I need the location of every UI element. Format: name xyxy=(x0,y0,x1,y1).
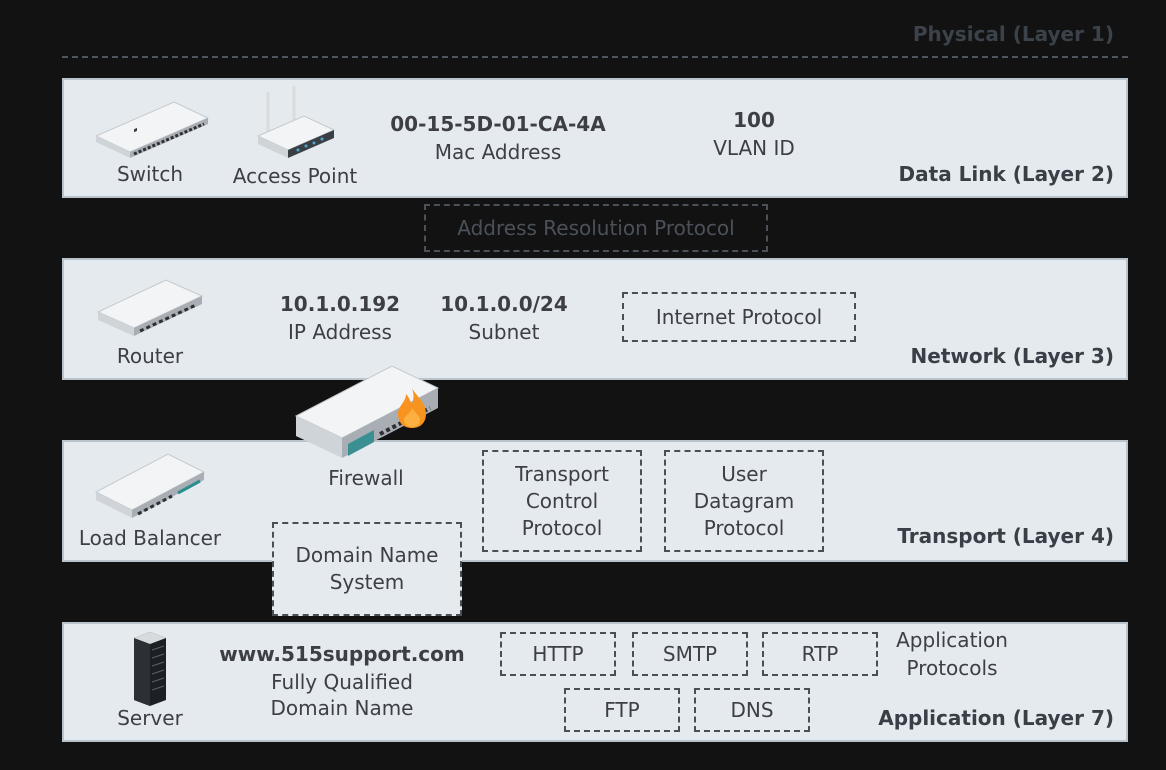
access-point-label: Access Point xyxy=(232,164,358,188)
dns-system-box: Domain Name System xyxy=(272,522,462,616)
switch-label: Switch xyxy=(116,162,184,186)
app-protocols-label-line-1: Application xyxy=(896,628,1008,652)
udp-line-2: Datagram xyxy=(693,488,795,513)
arp-box: Address Resolution Protocol xyxy=(424,204,768,252)
udp-line-1: User xyxy=(721,461,767,486)
vlan-id-label: VLAN ID xyxy=(713,136,795,160)
mac-address-label: Mac Address xyxy=(434,140,562,164)
dns-box: DNS xyxy=(694,688,810,732)
subnet-label: Subnet xyxy=(468,320,540,344)
udp-box: User Datagram Protocol xyxy=(664,450,824,552)
mac-address-value: 00-15-5D-01-CA-4A xyxy=(390,112,606,136)
app-protocols-label-line-2: Protocols xyxy=(906,656,998,680)
flame-icon xyxy=(398,388,426,428)
server-label: Server xyxy=(117,706,183,730)
physical-layer-title: Physical (Layer 1) xyxy=(912,22,1114,46)
transport-layer-title: Transport (Layer 4) xyxy=(897,524,1114,548)
physical-dotted-line xyxy=(62,56,1128,58)
datalink-band xyxy=(62,78,1128,198)
application-layer-title: Application (Layer 7) xyxy=(878,706,1114,730)
tcp-box: Transport Control Protocol xyxy=(482,450,642,552)
ftp-box: FTP xyxy=(564,688,680,732)
dns-line-2: System xyxy=(329,570,405,594)
ip-address-label: IP Address xyxy=(288,320,392,344)
vlan-id-value: 100 xyxy=(733,108,775,132)
internet-protocol-box: Internet Protocol xyxy=(622,292,856,342)
tcp-line-1: Transport xyxy=(515,461,609,486)
http-box: HTTP xyxy=(500,632,616,676)
tcp-line-3: Protocol xyxy=(521,515,603,540)
subnet-value: 10.1.0.0/24 xyxy=(440,292,568,316)
smtp-box: SMTP xyxy=(632,632,748,676)
datalink-layer-title: Data Link (Layer 2) xyxy=(898,162,1114,186)
ip-address-value: 10.1.0.192 xyxy=(279,292,401,316)
network-layer-title: Network (Layer 3) xyxy=(910,344,1114,368)
fqdn-value: www.515support.com xyxy=(219,642,465,666)
load-balancer-icon xyxy=(94,453,206,518)
udp-line-3: Protocol xyxy=(703,515,785,540)
fqdn-label-line-1: Fully Qualified xyxy=(271,670,413,694)
router-icon xyxy=(96,279,204,336)
rtp-box: RTP xyxy=(762,632,878,676)
router-label: Router xyxy=(116,344,184,368)
firewall-label: Firewall xyxy=(328,466,404,490)
load-balancer-label: Load Balancer xyxy=(78,526,222,550)
dns-line-1: Domain Name xyxy=(295,543,439,567)
network-band xyxy=(62,258,1128,380)
server-rack-icon xyxy=(134,632,166,706)
tcp-line-2: Control xyxy=(525,488,599,513)
switch-icon xyxy=(94,101,210,158)
access-point-icon xyxy=(256,86,336,158)
fqdn-label-line-2: Domain Name xyxy=(270,696,414,720)
